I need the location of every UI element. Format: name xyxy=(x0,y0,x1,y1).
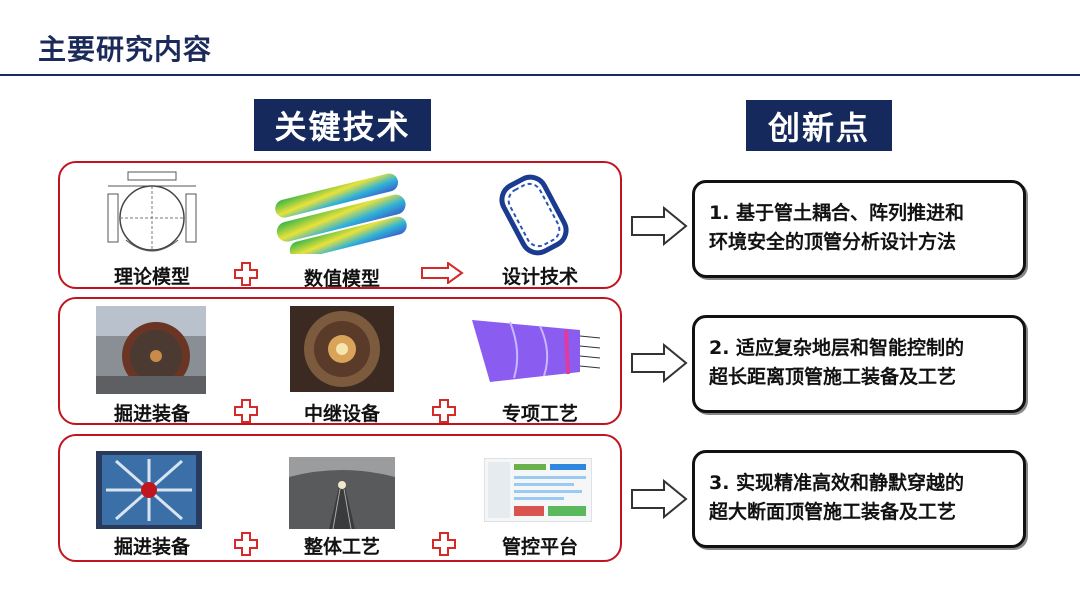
plus-icon xyxy=(234,399,258,423)
item-label: 掘进装备 xyxy=(114,399,190,426)
item-label: 管控平台 xyxy=(502,532,578,559)
overall-process-photo xyxy=(289,457,395,529)
plus-icon xyxy=(234,532,258,556)
page-title: 主要研究内容 xyxy=(38,28,212,68)
innovation-line: 超长距离顶管施工装备及工艺 xyxy=(709,363,1013,392)
control-platform-screenshot xyxy=(484,458,592,522)
innovation-line: 1. 基于管土耦合、阵列推进和 xyxy=(709,199,1013,228)
plus-icon xyxy=(432,399,456,423)
item-label: 数值模型 xyxy=(304,264,380,291)
item-label: 设计技术 xyxy=(502,262,578,289)
innovation-box-2: 2. 适应复杂地层和智能控制的 超长距离顶管施工装备及工艺 xyxy=(692,315,1026,413)
arrow-right-icon xyxy=(630,206,688,246)
innovation-line: 超大断面顶管施工装备及工艺 xyxy=(709,498,1013,527)
design-tech-image xyxy=(493,172,575,258)
item-label: 理论模型 xyxy=(114,262,190,289)
title-divider xyxy=(0,74,1080,76)
relay-equipment-photo xyxy=(290,306,394,392)
arrow-right-icon xyxy=(630,479,688,519)
special-process-diagram xyxy=(470,316,606,386)
theory-model-diagram xyxy=(104,170,200,254)
plus-icon xyxy=(432,532,456,556)
excavation-equipment-photo xyxy=(96,306,206,394)
excavation-equipment-photo-2 xyxy=(96,451,202,529)
numerical-model-image xyxy=(272,172,410,254)
innovation-box-3: 3. 实现精准高效和静默穿越的 超大断面顶管施工装备及工艺 xyxy=(692,450,1026,548)
key-tech-header: 关键技术 xyxy=(254,99,431,151)
item-label: 掘进装备 xyxy=(114,532,190,559)
arrow-right-icon xyxy=(630,343,688,383)
innovation-line: 3. 实现精准高效和静默穿越的 xyxy=(709,469,1013,498)
item-label: 中继设备 xyxy=(304,399,380,426)
innovation-line: 环境安全的顶管分析设计方法 xyxy=(709,228,1013,257)
innovation-line: 2. 适应复杂地层和智能控制的 xyxy=(709,334,1013,363)
plus-icon xyxy=(234,262,258,286)
item-label: 整体工艺 xyxy=(304,532,380,559)
arrow-right-icon xyxy=(420,262,464,284)
innovation-header: 创新点 xyxy=(746,100,892,151)
innovation-box-1: 1. 基于管土耦合、阵列推进和 环境安全的顶管分析设计方法 xyxy=(692,180,1026,278)
item-label: 专项工艺 xyxy=(502,399,578,426)
